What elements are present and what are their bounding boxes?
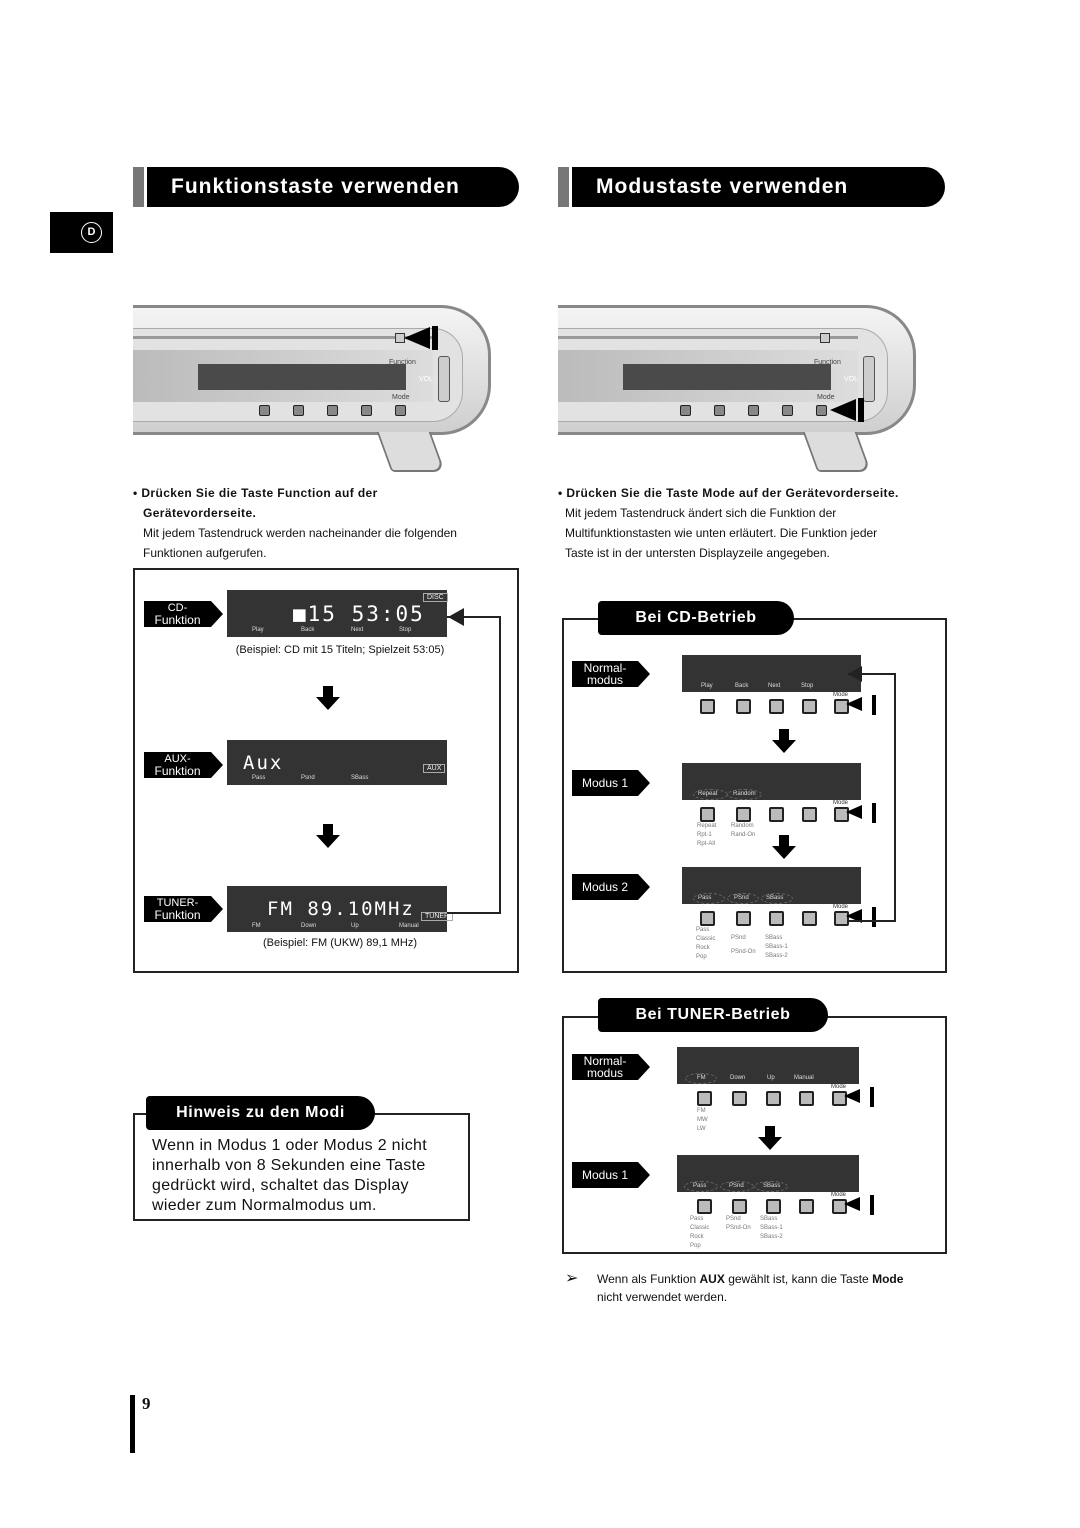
section-title-mode: Modustaste verwenden <box>572 167 945 207</box>
display-cd: ■15 53:05 DISC Play Back Next Stop <box>227 590 448 637</box>
section-marker <box>558 167 569 207</box>
device-display <box>623 364 831 390</box>
display-cd-normal: Play Back Next Stop <box>682 655 861 692</box>
page-number: 9 <box>142 1394 151 1413</box>
function-button-arrow <box>404 327 430 349</box>
tuner-mode-title: Bei TUNER-Betrieb <box>598 998 828 1032</box>
display-tuner: FM 89.10MHz TUNER FM Down Up Manual <box>227 886 454 932</box>
arrow-down-icon <box>772 835 796 859</box>
tag-cd-normal: Normal- modus <box>572 661 650 687</box>
note-arrow-icon: ➢ <box>565 1270 579 1287</box>
tag-cd-modus2: Modus 2 <box>572 874 650 900</box>
display-aux: Aux AUX Pass Psnd SBass <box>227 740 447 785</box>
tag-tuner-function: TUNER- Funktion <box>144 896 223 922</box>
cycle-arrow-icon <box>848 666 862 682</box>
tag-tuner-modus1: Modus 1 <box>572 1162 650 1188</box>
device-display <box>198 364 406 390</box>
cycle-arrow-icon <box>448 608 464 626</box>
arrow-down-icon <box>772 729 796 753</box>
arrow-down-icon <box>316 686 340 710</box>
hint-text: Wenn in Modus 1 oder Modus 2 nicht inner… <box>152 1137 427 1214</box>
section-title-function: Funktionstaste verwenden <box>147 167 519 207</box>
hint-title: Hinweis zu den Modi <box>146 1096 375 1130</box>
cycle-loop-line <box>447 616 501 914</box>
tag-cd-function: CD- Funktion <box>144 601 223 627</box>
tag-aux-function: AUX- Funktion <box>144 752 223 778</box>
tag-tuner-normal: Normal- modus <box>572 1054 650 1080</box>
caption-cd: (Beispiel: CD mit 15 Titeln; Spielzeit 5… <box>235 644 445 656</box>
arrow-down-icon <box>758 1126 782 1150</box>
section-marker <box>133 167 144 207</box>
language-label: D <box>81 222 102 243</box>
caption-tuner: (Beispiel: FM (UKW) 89,1 MHz) <box>262 937 418 949</box>
page-number-bar <box>130 1395 135 1453</box>
instruction-bold: Drücken Sie die Taste Function auf der <box>141 486 378 500</box>
arrow-down-icon <box>316 824 340 848</box>
cycle-loop-line <box>848 673 896 922</box>
cd-mode-title: Bei CD-Betrieb <box>598 601 794 635</box>
mode-button-arrow <box>830 399 856 421</box>
note-text: Wenn als Funktion AUX gewählt ist, kann … <box>597 1272 904 1304</box>
device-illustration-function: Function Mode VOL <box>133 305 491 435</box>
function-cycle-box <box>133 568 519 973</box>
tag-cd-modus1: Modus 1 <box>572 770 650 796</box>
instruction-bold: Drücken Sie die Taste Mode auf der Gerät… <box>566 486 899 500</box>
